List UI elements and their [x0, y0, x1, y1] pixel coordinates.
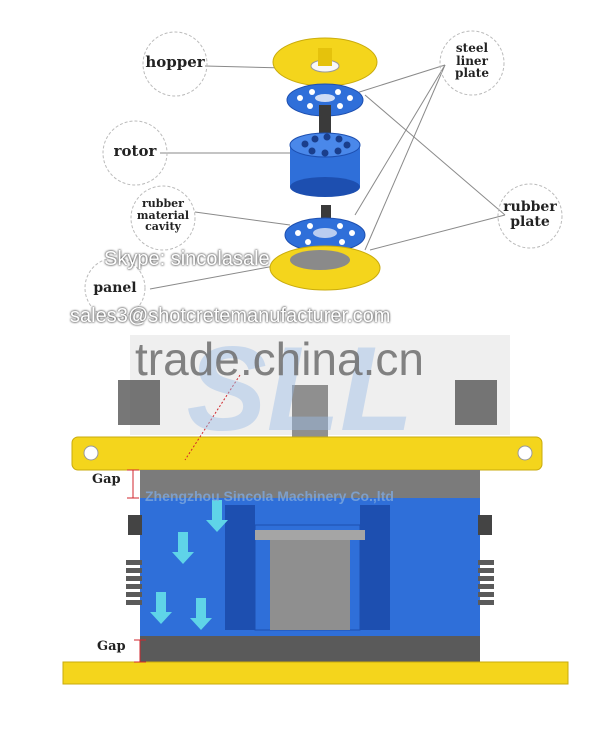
- label-rp-line-2: plate: [510, 213, 550, 230]
- leader-lines: [149, 64, 506, 290]
- label-rubber-material-cavity: rubber material cavity: [131, 198, 195, 233]
- label-panel: panel: [93, 280, 137, 296]
- label-rotor: rotor: [113, 142, 157, 160]
- watermark-logo: SLL: [187, 322, 414, 456]
- label-gap-top: Gap: [92, 472, 121, 487]
- cross-section: [62, 335, 569, 685]
- flow-arrows: [150, 500, 228, 630]
- rotor-part: [289, 132, 361, 197]
- label-slp-line-3: plate: [455, 66, 489, 81]
- label-rmc-line-2: material: [136, 208, 190, 222]
- label-hopper: hopper: [145, 53, 205, 71]
- label-steel-liner-plate: steel liner plate: [444, 42, 500, 80]
- label-slp-line-2: liner: [456, 53, 488, 68]
- label-rmc-line-1: rubber: [142, 197, 184, 210]
- watermark-email: sales3@shotcretemanufacturer.com: [70, 305, 391, 327]
- steel-liner-plate-part: [286, 83, 364, 117]
- rubber-material-cavity-part: [284, 205, 366, 253]
- label-slp-line-1: steel: [455, 41, 489, 55]
- panel-part: [269, 245, 381, 291]
- label-rp-line-1: rubber: [503, 199, 557, 215]
- label-circles: [84, 30, 563, 319]
- label-gap-bottom: Gap: [97, 639, 126, 654]
- watermark-company: Zhengzhou Sincola Machinery Co.,ltd: [145, 488, 394, 504]
- hopper-part: [272, 37, 378, 87]
- label-rmc-line-3: cavity: [145, 220, 181, 234]
- watermark-site: trade.china.cn: [135, 333, 424, 385]
- label-rubber-plate: rubber plate: [498, 200, 562, 229]
- watermark-skype: Skype: sincolasale: [104, 248, 270, 270]
